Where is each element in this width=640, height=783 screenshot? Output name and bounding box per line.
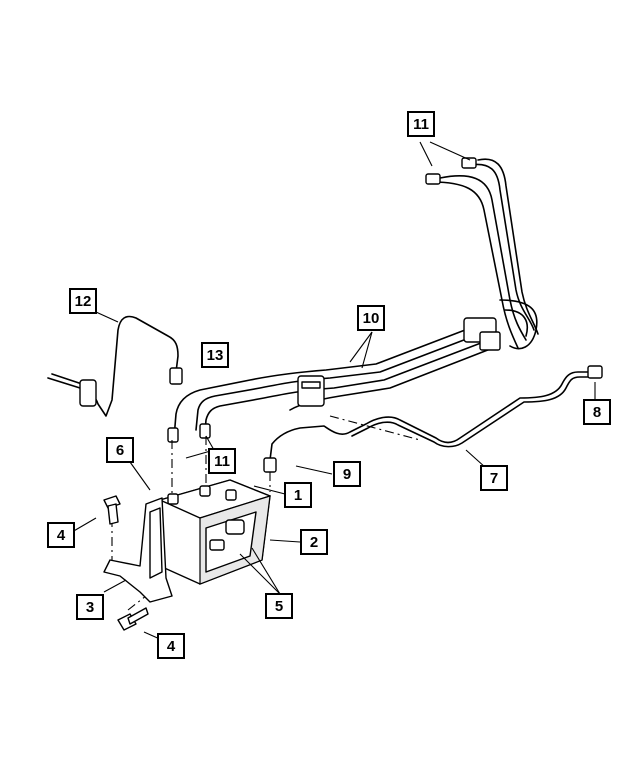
callout-2: 2 bbox=[300, 529, 328, 555]
callout-6-label: 6 bbox=[115, 441, 125, 459]
callout-5-label: 5 bbox=[274, 597, 284, 615]
callout-2-label: 2 bbox=[309, 533, 319, 551]
abs-module bbox=[159, 479, 271, 585]
callout-4-upper: 4 bbox=[47, 522, 75, 548]
callout-13: 13 bbox=[201, 342, 229, 368]
callout-9-label: 9 bbox=[342, 465, 352, 483]
callout-11-lower: 11 bbox=[208, 448, 236, 474]
callout-3: 3 bbox=[76, 594, 104, 620]
callout-8: 8 bbox=[583, 399, 611, 425]
left-brake-tube bbox=[47, 315, 183, 417]
callout-11-upper: 11 bbox=[407, 111, 435, 137]
callout-1: 1 bbox=[284, 482, 312, 508]
callout-4-lower-label: 4 bbox=[166, 637, 176, 655]
callout-5: 5 bbox=[265, 593, 293, 619]
callout-7: 7 bbox=[480, 465, 508, 491]
callout-11-upper-label: 11 bbox=[413, 115, 429, 133]
callout-12: 12 bbox=[69, 288, 97, 314]
callout-11-lower-label: 11 bbox=[214, 452, 230, 470]
callout-12-label: 12 bbox=[74, 292, 92, 310]
callout-8-label: 8 bbox=[592, 403, 602, 421]
callout-6: 6 bbox=[106, 437, 134, 463]
bolts bbox=[103, 495, 149, 631]
callout-4-lower: 4 bbox=[157, 633, 185, 659]
upper-brake-tube-bundle bbox=[425, 157, 539, 350]
callout-10: 10 bbox=[357, 305, 385, 331]
front-brake-tubes bbox=[173, 317, 501, 439]
callout-9: 9 bbox=[333, 461, 361, 487]
callout-1-label: 1 bbox=[293, 486, 303, 504]
callout-10-label: 10 bbox=[362, 309, 380, 327]
callout-3-label: 3 bbox=[85, 598, 95, 616]
abs-mounting-bracket bbox=[103, 497, 173, 603]
callout-4-upper-label: 4 bbox=[56, 526, 66, 544]
callout-7-label: 7 bbox=[489, 469, 499, 487]
callout-13-label: 13 bbox=[206, 346, 224, 364]
